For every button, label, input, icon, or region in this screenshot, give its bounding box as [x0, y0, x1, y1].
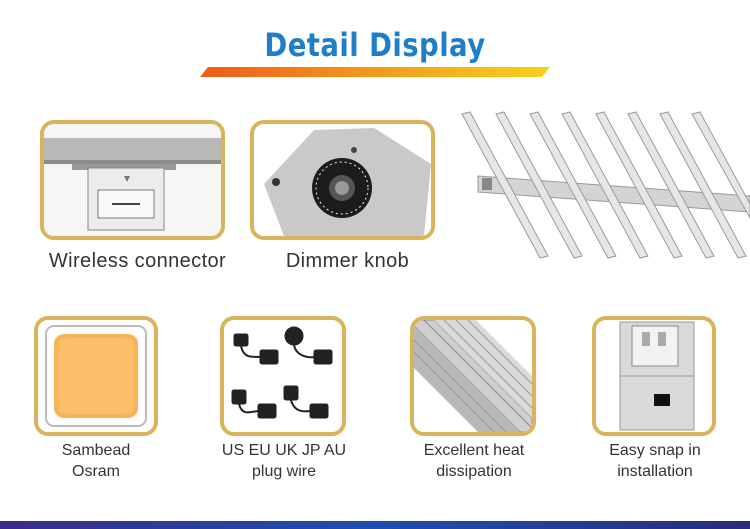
- feature-label: Wireless connector: [48, 250, 227, 272]
- snap-connector-photo-icon: [619, 321, 695, 431]
- led-chip-image: [34, 316, 158, 436]
- led-chip-photo-icon: [45, 325, 147, 427]
- heatsink-image: [410, 316, 536, 436]
- wireless-connector-image: [40, 120, 225, 240]
- feature-label: Excellent heat dissipation: [423, 442, 525, 480]
- connector-photo-icon: [44, 124, 221, 236]
- title-underline: [200, 67, 550, 77]
- dimmer-knob-photo-icon: [254, 124, 431, 236]
- led-fixture-photo-icon: [461, 111, 750, 259]
- dimmer-knob-image: [250, 120, 435, 240]
- heatsink-photo-icon: [414, 320, 532, 432]
- plug-wires-image: [220, 316, 346, 436]
- feature-label: Dimmer knob: [285, 250, 410, 272]
- feature-label: Easy snap in installation: [609, 442, 701, 480]
- feature-label: Sambead Osram: [61, 442, 131, 480]
- page-title: Detail Display: [264, 26, 486, 64]
- snap-connector-image: [592, 316, 716, 436]
- feature-label: US EU UK JP AU plug wire: [221, 442, 347, 480]
- bottom-bar: [0, 521, 750, 529]
- plug-wires-photo-icon: [231, 326, 333, 419]
